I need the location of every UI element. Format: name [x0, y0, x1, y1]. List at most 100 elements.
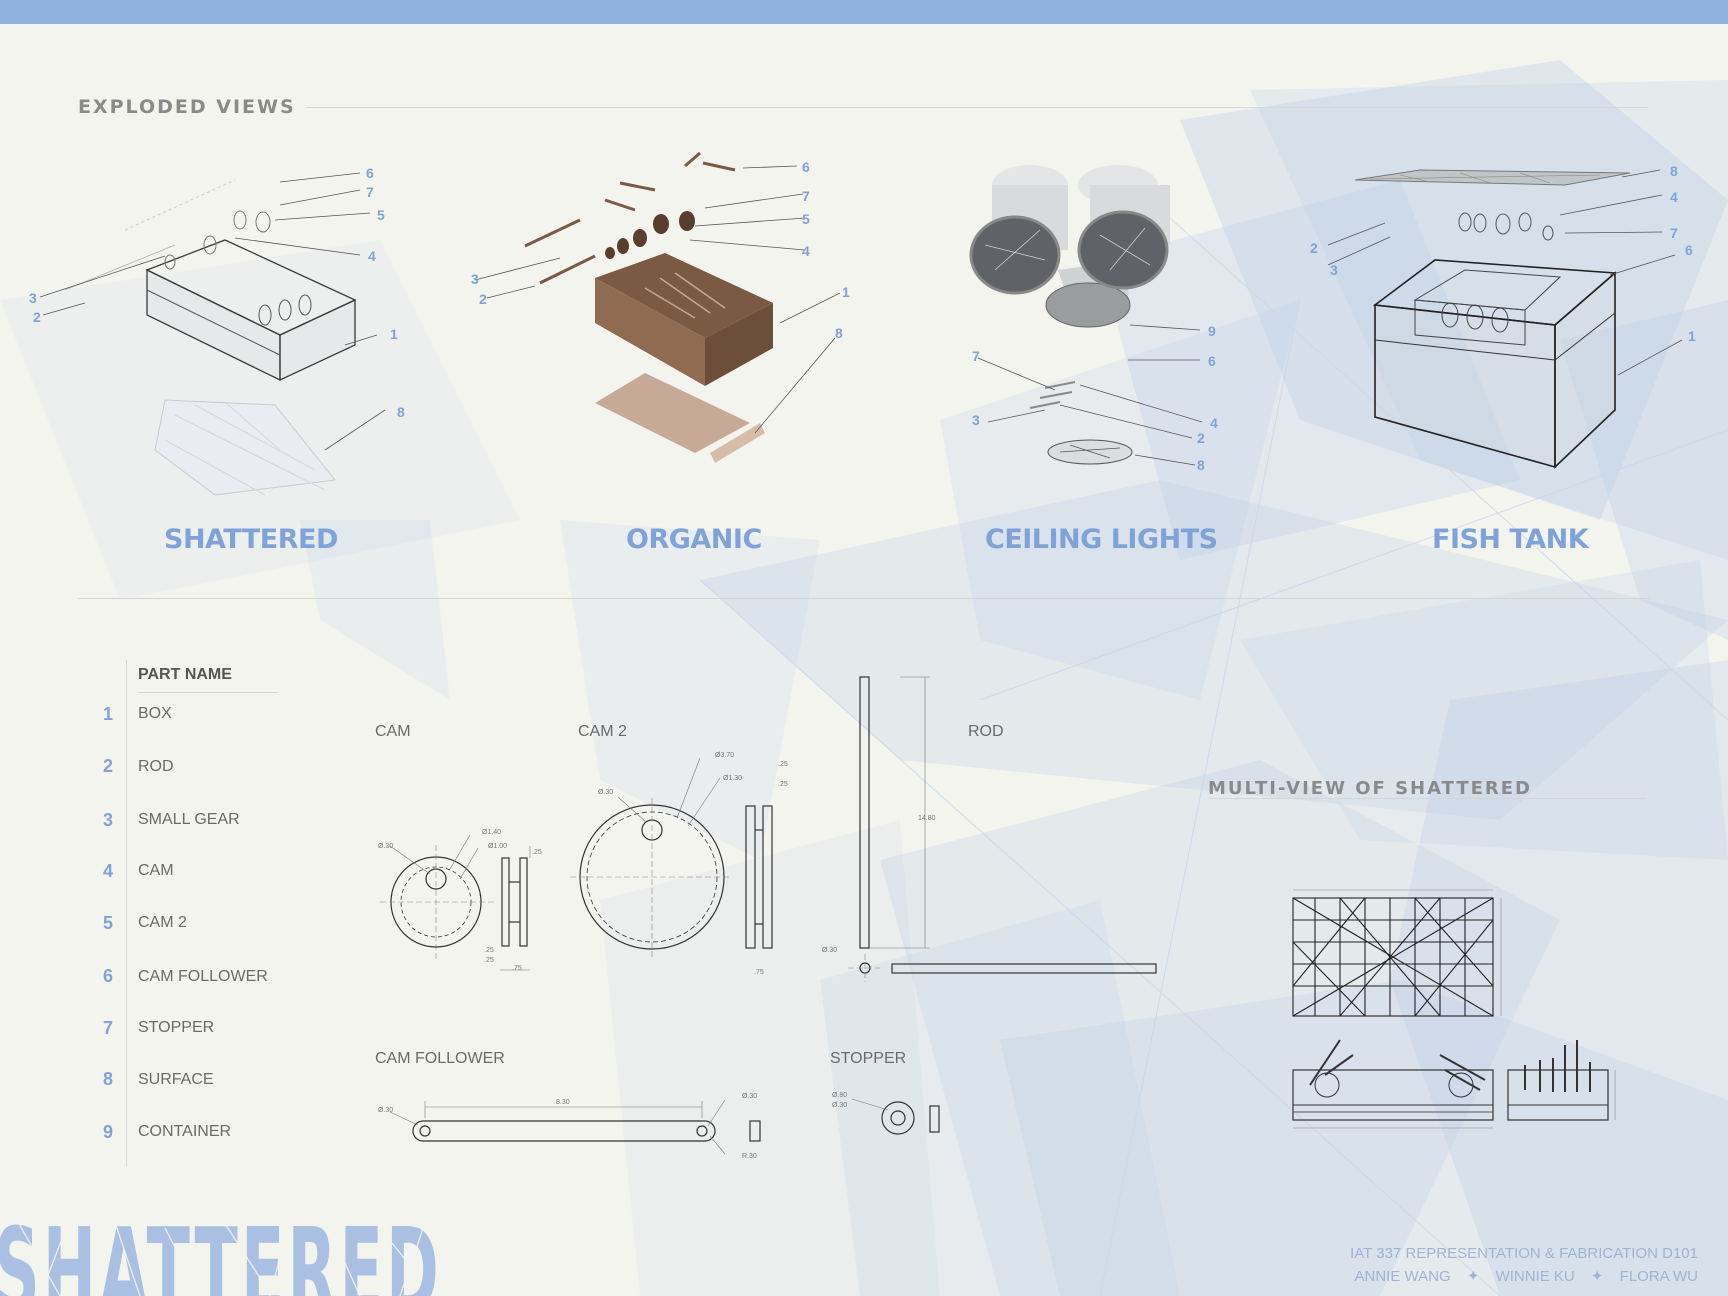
dimension-label: Ø.30	[378, 843, 393, 850]
dimension-label: Ø.80	[832, 1092, 847, 1099]
callout-label: 6	[1685, 242, 1693, 258]
callout-label: 2	[479, 291, 487, 307]
dimension-label: .75	[754, 969, 764, 976]
callout-label: 7	[366, 184, 374, 200]
dimension-label: .25	[532, 849, 542, 856]
callout-label: 7	[972, 348, 980, 364]
section-rule	[306, 107, 1648, 108]
section-divider	[78, 598, 1650, 599]
drawing-label-cam-follower: CAM FOLLOWER	[375, 1050, 505, 1067]
part-name: SURFACE	[138, 1071, 214, 1088]
dimension-label: Ø1.30	[723, 775, 742, 782]
part-number: 1	[102, 704, 113, 724]
callout-label: 8	[835, 325, 843, 341]
parts-header-underline	[138, 692, 278, 693]
multiview-rule	[1208, 798, 1646, 799]
dimension-label: .25	[484, 947, 494, 954]
dimension-label: 14.80	[918, 815, 936, 822]
multiview-drawing	[1292, 889, 1616, 1129]
part-name: CAM	[138, 862, 174, 879]
exploded-ceiling-lights-art: 9 6 7 3 4 2 8	[969, 165, 1218, 473]
callout-label: 4	[1210, 415, 1218, 431]
parts-list-header: PART NAME	[138, 666, 232, 683]
dimension-label: Ø.30	[742, 1093, 757, 1100]
drawing-label-cam: CAM	[375, 723, 411, 740]
author-list: ANNIE WANG ✦ WINNIE KU ✦ FLORA WU	[1355, 1267, 1698, 1285]
variant-label-organic: ORGANIC	[626, 524, 762, 555]
callout-label: 2	[33, 309, 41, 325]
dimension-label: .25	[778, 761, 788, 768]
part-number: 5	[102, 913, 113, 933]
part-number: 6	[102, 966, 113, 986]
part-number: 7	[102, 1018, 113, 1038]
technical-drawings: Ø.30 Ø1.40 Ø1.00 .25 .25 .25 .75 Ø.30 Ø3…	[378, 676, 1157, 1160]
dimension-label: 8.30	[556, 1099, 570, 1106]
dimension-label: R.30	[742, 1153, 757, 1160]
part-name: CONTAINER	[138, 1123, 232, 1140]
callout-label: 4	[1670, 189, 1678, 205]
exploded-views-title: EXPLODED VIEWS	[78, 96, 296, 118]
dimension-label: Ø3.70	[715, 752, 734, 759]
part-number: 8	[102, 1069, 113, 1089]
dimension-label: .25	[778, 781, 788, 788]
dimension-label: Ø.30	[832, 1102, 847, 1109]
course-info: IAT 337 REPRESENTATION & FABRICATION D10…	[1350, 1245, 1698, 1262]
part-name: SMALL GEAR	[138, 811, 240, 828]
brand-word-text: SHATTERED	[0, 1208, 442, 1296]
callout-label: 7	[802, 188, 810, 204]
part-name: ROD	[138, 758, 174, 775]
brand-wordmark: SHATTERED	[0, 1208, 442, 1296]
author-name: ANNIE WANG	[1354, 1268, 1451, 1285]
top-accent-bar	[0, 0, 1728, 24]
part-number: 2	[102, 756, 113, 776]
variant-label-shattered: SHATTERED	[164, 524, 338, 555]
variant-label-fish-tank: FISH TANK	[1432, 524, 1589, 555]
part-number: 9	[102, 1122, 113, 1142]
part-name: CAM 2	[138, 914, 187, 931]
callout-label: 2	[1310, 240, 1318, 256]
dimension-label: Ø1.40	[482, 829, 501, 836]
dimension-label: .25	[484, 957, 494, 964]
author-name: WINNIE KU	[1495, 1268, 1575, 1285]
callout-label: 5	[377, 207, 385, 223]
callout-label: 5	[802, 211, 810, 227]
exploded-shattered-art: 6 7 5 4 3 2 1 8	[29, 165, 405, 496]
callout-label: 6	[802, 159, 810, 175]
callout-label: 3	[972, 412, 980, 428]
dimension-label: Ø.30	[598, 789, 613, 796]
callout-label: 1	[390, 326, 398, 342]
callout-label: 8	[1670, 163, 1678, 179]
callout-label: 1	[1688, 328, 1696, 344]
callout-label: 8	[1197, 457, 1205, 473]
dimension-label: Ø.30	[822, 947, 837, 954]
dimension-label: Ø1.00	[488, 843, 507, 850]
callout-label: 6	[366, 165, 374, 181]
background-shards	[0, 60, 1728, 1296]
parts-list-vertical-rule	[126, 660, 127, 1166]
callout-label: 3	[471, 271, 479, 287]
drawing-label-rod: ROD	[968, 723, 1004, 740]
callout-label: 4	[802, 243, 810, 259]
part-name: CAM FOLLOWER	[138, 968, 268, 985]
callout-label: 4	[368, 248, 376, 264]
drawing-label-stopper: STOPPER	[830, 1050, 907, 1067]
callout-label: 2	[1197, 430, 1205, 446]
exploded-fish-tank-art: 8 4 2 7 3 6 1	[1310, 163, 1696, 469]
dimension-label: .75	[512, 965, 522, 972]
drawing-label-cam2: CAM 2	[578, 723, 627, 740]
callout-label: 3	[1330, 262, 1338, 278]
callout-label: 3	[29, 290, 37, 306]
callout-label: 1	[842, 284, 850, 300]
callout-label: 8	[397, 404, 405, 420]
part-number: 3	[102, 810, 113, 830]
multiview-title: MULTI-VIEW OF SHATTERED	[1208, 778, 1532, 799]
author-name: FLORA WU	[1619, 1268, 1698, 1285]
separator-star-icon: ✦	[1590, 1268, 1604, 1285]
part-name: STOPPER	[138, 1019, 215, 1036]
exploded-organic-art: 6 7 5 4 3 2 1 8	[471, 151, 850, 463]
callout-label: 9	[1208, 323, 1216, 339]
separator-star-icon: ✦	[1466, 1268, 1480, 1285]
callout-label: 7	[1670, 225, 1678, 241]
part-name: BOX	[138, 705, 172, 722]
part-number: 4	[102, 861, 113, 881]
